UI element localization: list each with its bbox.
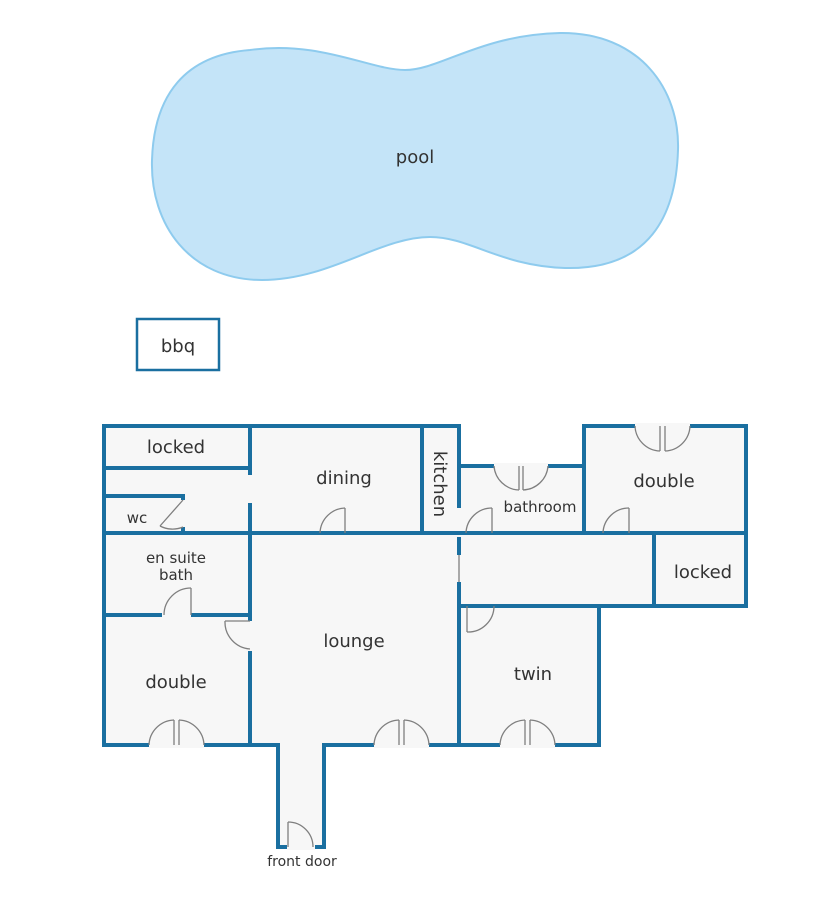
- window-bathroom: [493, 463, 549, 491]
- door-double-right: [602, 507, 630, 534]
- label-locked-right: locked: [674, 562, 732, 583]
- pool-shape: [150, 31, 680, 282]
- door-double-left: [224, 620, 251, 650]
- label-kitchen: kitchen: [429, 451, 450, 517]
- walls: [102, 424, 748, 849]
- label-locked-top: locked: [147, 437, 205, 458]
- french-door-twin: [499, 719, 556, 748]
- french-door-lounge: [373, 719, 430, 748]
- label-lounge: lounge: [323, 631, 384, 652]
- label-double-left: double: [145, 672, 206, 693]
- label-twin: twin: [514, 664, 552, 685]
- label-double-right: double: [633, 471, 694, 492]
- floor-bathroom-hall: [459, 466, 584, 606]
- pool-label: pool: [396, 147, 434, 168]
- label-wc: wc: [127, 509, 148, 527]
- label-front-door: front door: [267, 854, 337, 870]
- bbq-label: bbq: [161, 336, 195, 357]
- window-double-right: [634, 423, 691, 452]
- bbq-outline: [135, 317, 221, 372]
- door-ensuite: [163, 587, 192, 616]
- floor-entrance: [278, 745, 324, 847]
- french-door-double-left: [148, 719, 205, 748]
- door-twin: [466, 605, 495, 633]
- bbq: bbq: [135, 317, 221, 372]
- label-ensuite-line2: bath: [159, 566, 193, 584]
- room-labels: locked dining kitchen bathroom double wc…: [127, 437, 732, 870]
- doors: [148, 423, 691, 850]
- pool: pool: [150, 31, 680, 282]
- door-dining: [319, 507, 346, 534]
- door-bathroom: [465, 507, 493, 534]
- floor-main: [104, 426, 459, 745]
- label-dining: dining: [316, 468, 372, 489]
- door-front: [287, 821, 315, 850]
- floor-twin: [459, 606, 599, 745]
- door-wc: [159, 499, 184, 530]
- label-ensuite-line1: en suite: [146, 549, 206, 567]
- label-bathroom: bathroom: [504, 498, 577, 516]
